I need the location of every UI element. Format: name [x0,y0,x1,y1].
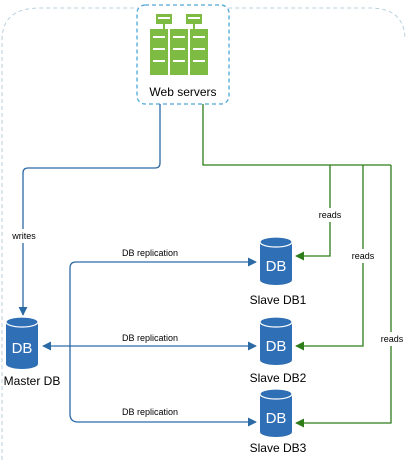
master-db-icon-text: DB [12,340,33,357]
reads-connector-slave3 [295,165,392,428]
slave-db2-icon: DB [259,316,293,365]
replication-connector-slave1 [69,257,257,414]
replication-label-2: DB replication [122,333,178,343]
slave-db2-icon-text: DB [266,338,287,355]
replication-label-1: DB replication [122,248,178,258]
reads-connector-slave2 [295,165,364,351]
slave-db3-icon-text: DB [266,410,287,427]
slave-db3-icon: DB [259,388,293,437]
reads-connector-slave1 [295,165,331,261]
reads-label-2: reads [352,251,375,261]
slave-db1-label: Slave DB1 [250,293,307,307]
slave-db3-label: Slave DB3 [250,441,307,455]
master-db-icon: DB [5,316,39,369]
outer-frame [1,7,406,460]
web-servers-label: Web servers [149,85,216,99]
replication-connector-slave3 [69,413,257,427]
master-db-label: Master DB [4,374,61,388]
slave-db2-label: Slave DB2 [250,371,307,385]
slave-db1-icon-text: DB [266,258,287,275]
slave-db1-icon: DB [259,236,293,285]
reads-trunk [202,104,391,166]
server-rack-icon [150,14,208,75]
reads-label-3: reads [381,334,404,344]
writes-connector [18,104,161,316]
replication-label-3: DB replication [122,407,178,417]
writes-label: writes [11,231,36,241]
reads-label-1: reads [319,210,342,220]
